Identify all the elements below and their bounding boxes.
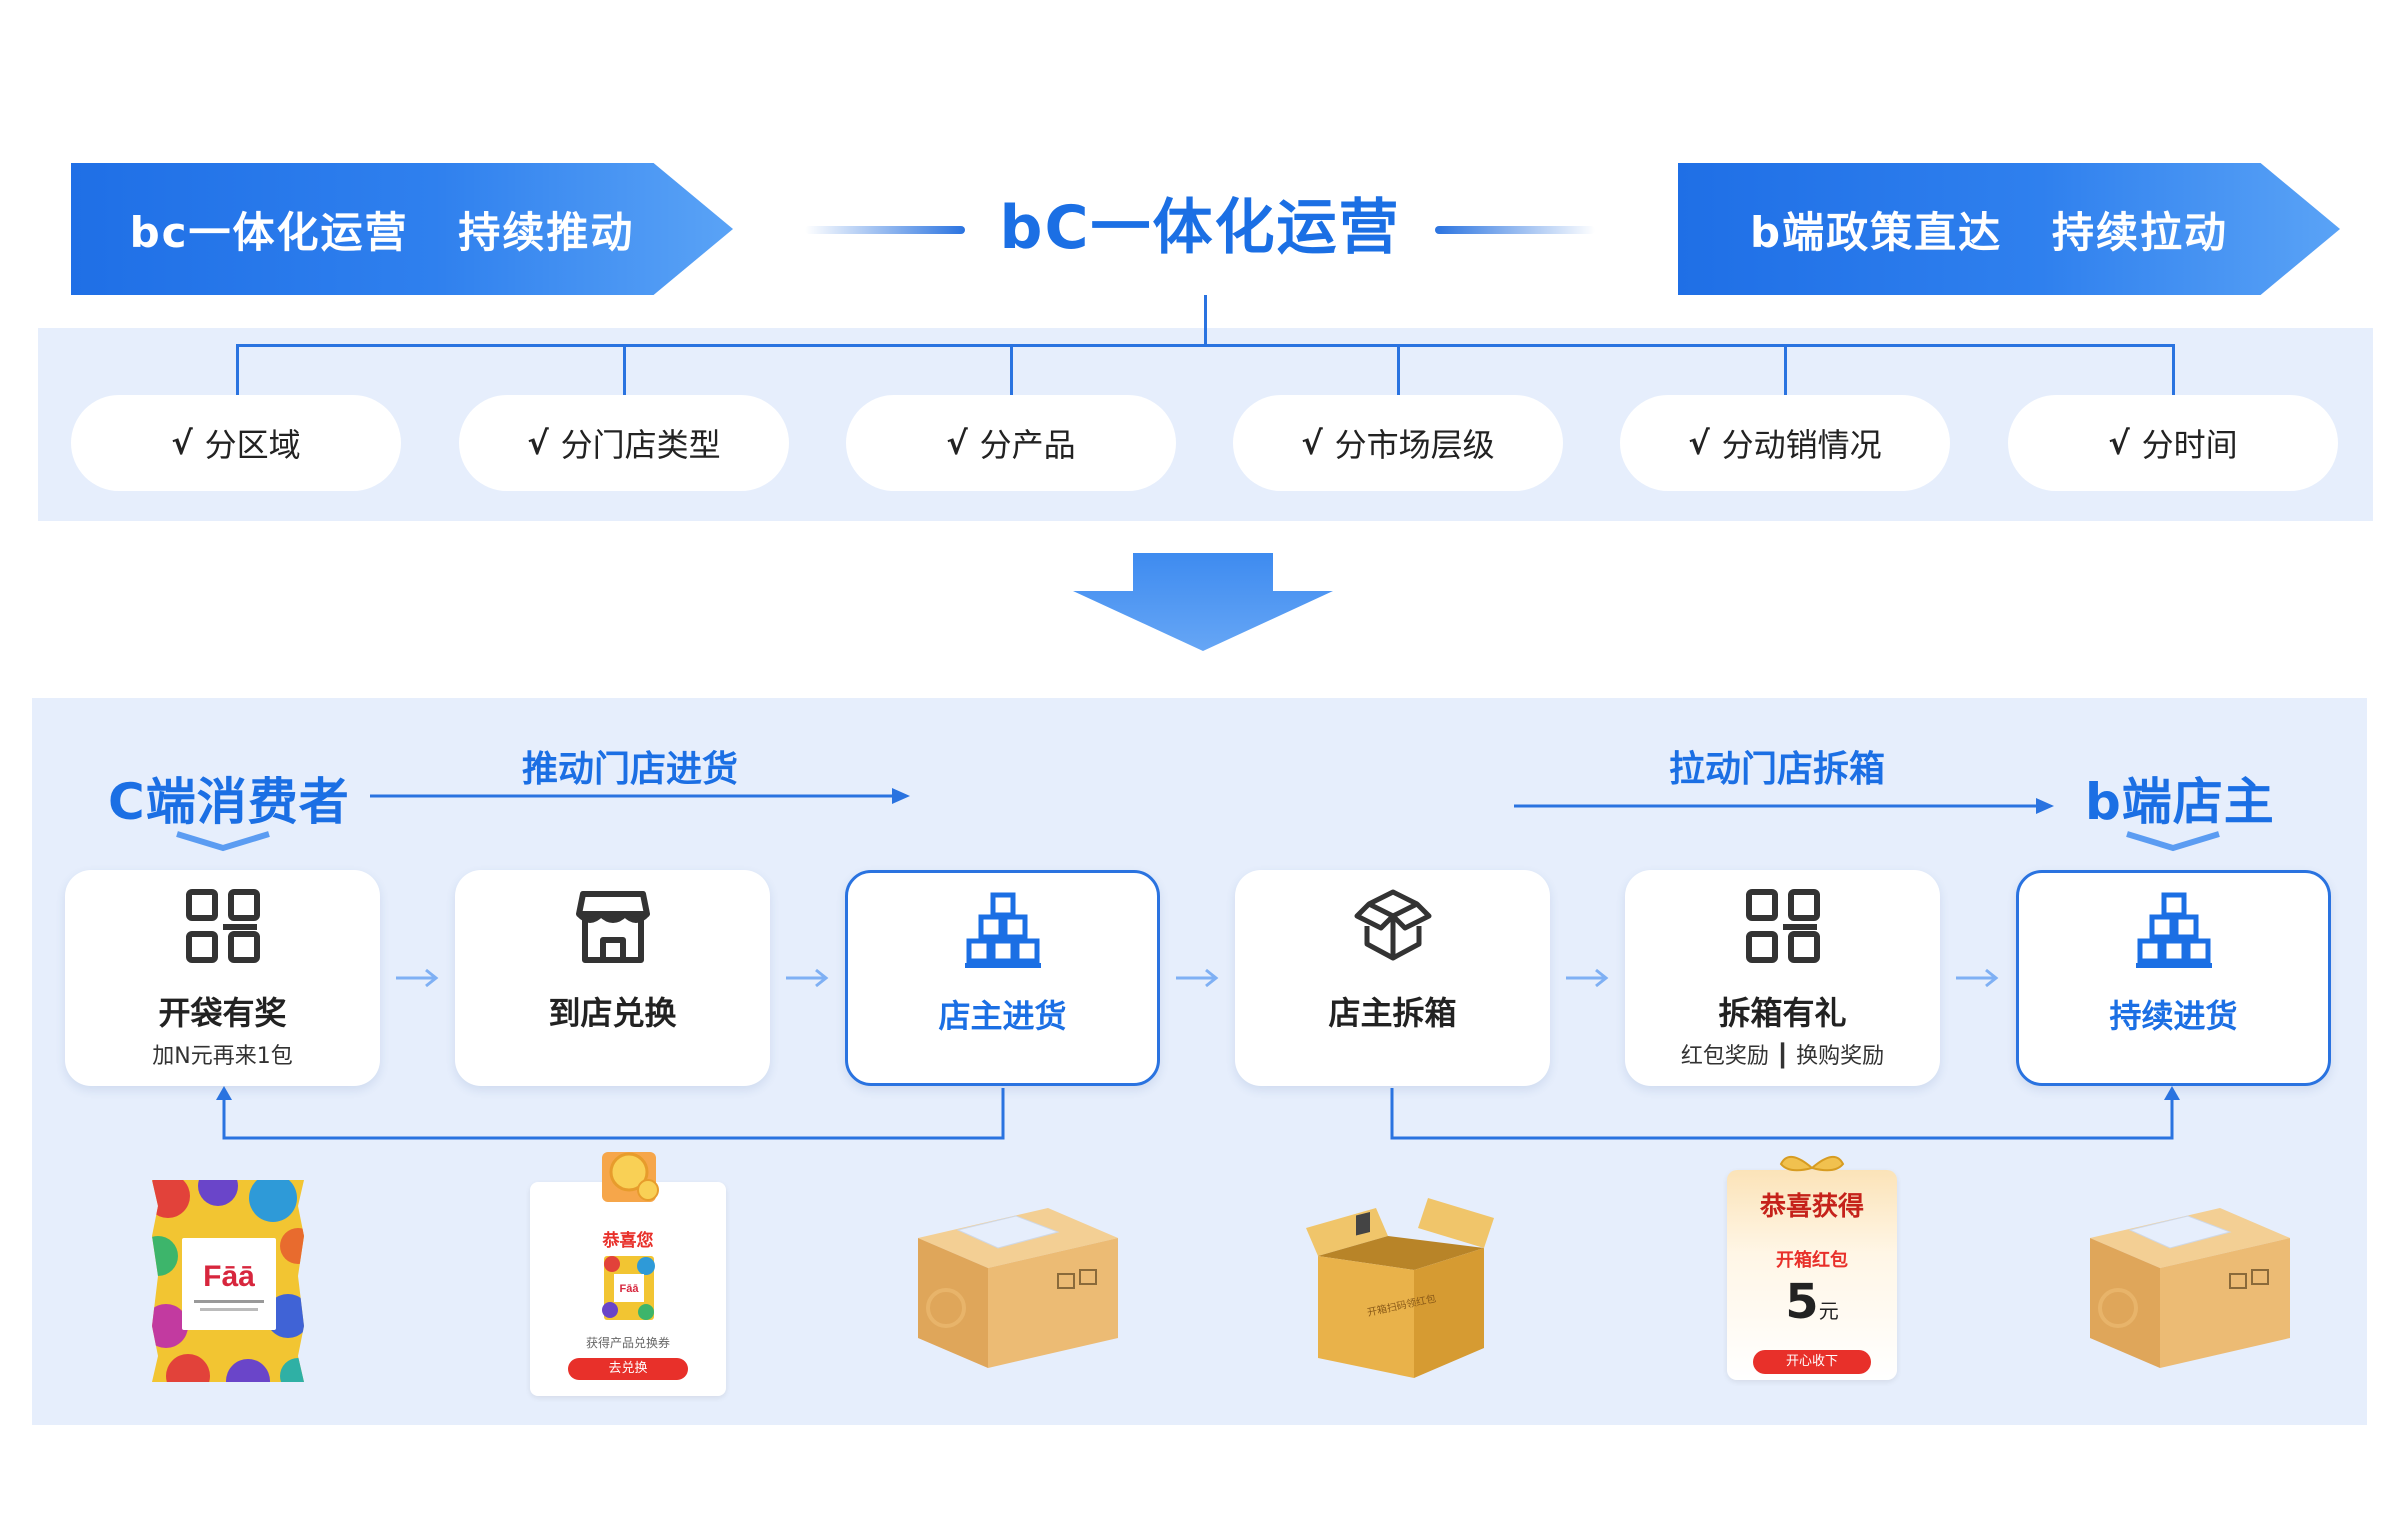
red-envelope-card: 恭喜获得 开箱红包 5元 开心收下 [1727,1156,1897,1380]
flow-card-title: 拆箱有礼 [1718,994,1847,1032]
dimension-chip-region: √ 分区域 [71,395,401,491]
push-arrow [370,788,910,804]
tree-drop [1397,344,1400,396]
storefront-icon [575,891,650,963]
dimension-chip-sales: √ 分动销情况 [1620,395,1950,491]
dimension-label: 分区域 [204,426,301,464]
step-arrow [1566,968,1609,988]
flow-card-title: 持续进货 [2109,997,2238,1035]
snack-bag-illustration: Fāā [152,1180,304,1382]
feedback-loop-left [216,1086,1005,1140]
right-banner: b端政策直达 持续拉动 [1678,163,2340,295]
envelope-subtitle: 开箱红包 [1776,1250,1848,1271]
dimension-label: 分市场层级 [1334,426,1495,464]
step-arrow [396,968,439,988]
flow-card-open-bag: 开袋有奖 加N元再来1包 [65,870,380,1086]
tree-drop [623,344,626,396]
tree-drop [1784,344,1787,396]
dimension-label: 分产品 [979,426,1076,464]
feedback-loop-right [1390,1086,2180,1140]
flow-card-continue-restock: 持续进货 [2016,870,2331,1086]
right-deco-line [1435,226,1595,234]
step-arrow [1176,968,1219,988]
mini-snack-bag: Fāā [602,1256,655,1320]
page-title: bC一体化运营 [999,193,1401,263]
closed-box-illustration [2090,1208,2290,1368]
flow-card-title: 开袋有奖 [158,994,287,1032]
check-icon: √ [1301,424,1323,462]
check-icon: √ [527,424,549,462]
open-box-illustration: 开箱扫码领红包 [1306,1198,1494,1378]
flow-card-store-redeem: 到店兑换 [455,870,770,1086]
flow-card-unbox-gift: 拆箱有礼 红包奖励 ┃ 换购奖励 [1625,870,1940,1086]
check-icon: √ [171,424,193,462]
dimension-panel [38,328,2373,521]
envelope-button[interactable]: 开心收下 [1753,1350,1871,1374]
envelope-unit: 元 [1818,1299,1839,1323]
flow-card-subtitle: 加N元再来1包 [152,1044,293,1069]
flow-card-unbox: 店主拆箱 [1235,870,1550,1086]
redeem-title: 恭喜您 [602,1231,654,1251]
left-deco-line [805,226,965,234]
flow-card-title: 店主拆箱 [1328,994,1457,1032]
left-banner: bc一体化运营 持续推动 [71,163,733,295]
tree-drop [2172,344,2175,396]
envelope-amount: 5 [1785,1274,1819,1330]
dimension-chip-product: √ 分产品 [846,395,1176,491]
flow-card-restock: 店主进货 [845,870,1160,1086]
flow-panel [32,698,2367,1425]
stacked-boxes-icon [964,892,1041,968]
chevron-down-icon [176,831,270,852]
consumer-label: C端消费者 [108,773,350,831]
dimension-chip-market-tier: √ 分市场层级 [1233,395,1563,491]
step-arrow [786,968,829,988]
stacked-boxes-icon [2135,892,2212,968]
owner-label: b端店主 [2085,773,2275,831]
redeem-button[interactable]: 去兑换 [568,1358,688,1380]
gift-bow-icon [1779,1156,1845,1172]
dimension-label: 分时间 [2141,426,2238,464]
left-banner-text: bc一体化运营 持续推动 [129,207,635,257]
dimension-chip-store-type: √ 分门店类型 [459,395,789,491]
push-label: 推动门店进货 [522,749,739,790]
flow-card-title: 到店兑换 [548,994,677,1032]
qr-code-icon [1745,889,1820,963]
redeem-coupon-card: 恭喜您 Fāā 获得产品兑换券 去兑换 [530,1152,726,1396]
tree-bar [236,344,2175,347]
chevron-down-icon [2126,831,2220,852]
right-banner-text: b端政策直达 持续拉动 [1750,207,2228,257]
qr-code-icon [185,889,260,963]
pull-label: 拉动门店拆箱 [1669,749,1886,790]
dimension-label: 分门店类型 [560,426,721,464]
check-icon: √ [1688,424,1710,462]
closed-box-illustration [918,1208,1118,1368]
mini-brand-text: Fāā [620,1283,640,1295]
gift-coin-icon [602,1152,659,1202]
dimension-label: 分动销情况 [1721,426,1882,464]
tree-drop [236,344,239,396]
envelope-amount-row: 5元 [1727,1274,1897,1330]
flow-card-title: 店主进货 [938,997,1067,1035]
down-arrow-icon [1073,553,1333,651]
dimension-chip-time: √ 分时间 [2008,395,2338,491]
envelope-title: 恭喜获得 [1759,1192,1864,1222]
tree-trunk [1204,295,1207,345]
flow-card-subtitle: 红包奖励 ┃ 换购奖励 [1680,1044,1885,1069]
bag-brand-text: Fāā [203,1260,255,1293]
open-box-icon [1354,889,1431,961]
step-arrow [1956,968,1999,988]
pull-arrow [1514,798,2054,814]
redeem-caption: 获得产品兑换券 [585,1336,670,1350]
check-icon: √ [2108,424,2130,462]
tree-drop [1010,344,1013,396]
check-icon: √ [946,424,968,462]
